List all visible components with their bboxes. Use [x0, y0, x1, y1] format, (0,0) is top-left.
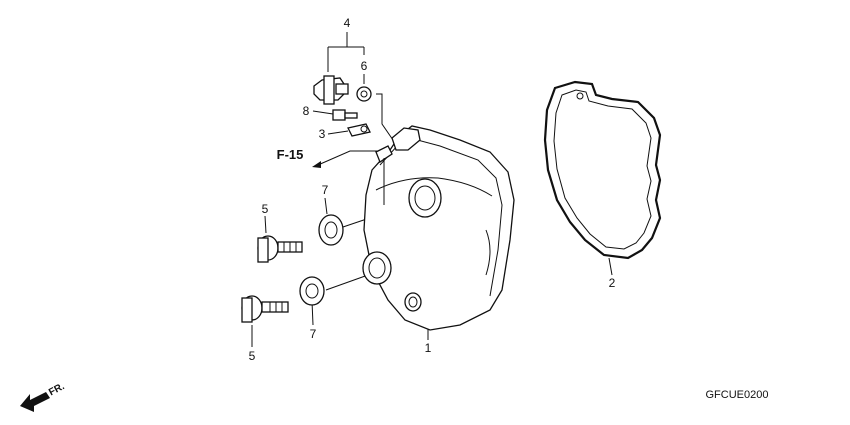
leader-lines: [251, 32, 613, 347]
seal-washer-bottom: [299, 276, 325, 306]
seal-washer-top: [318, 214, 344, 246]
callout-1: 1: [425, 341, 432, 355]
callout-8: 8: [303, 104, 310, 118]
arrow-icon: [20, 392, 50, 412]
reference-f15: F-15: [277, 147, 304, 162]
flange-bolt-top: [257, 235, 303, 263]
cylinder-head-cover: [362, 125, 515, 331]
callout-4: 4: [344, 16, 351, 30]
sensor-switch: [313, 75, 349, 105]
gasket: [543, 80, 662, 260]
direction-label: FR.: [47, 381, 67, 398]
callout-7-top: 7: [322, 183, 329, 197]
clip-terminal: [347, 123, 371, 137]
front-direction-arrow: FR.: [20, 381, 67, 412]
small-bolt: [332, 109, 358, 121]
callout-7-bottom: 7: [310, 327, 317, 341]
callout-5-bottom: 5: [249, 349, 256, 363]
flange-bolt-bottom: [241, 295, 289, 323]
washer-small: [356, 86, 372, 102]
callout-2: 2: [609, 276, 616, 290]
callout-6: 6: [361, 59, 368, 73]
callout-5-top: 5: [262, 202, 269, 216]
callout-3: 3: [319, 127, 326, 141]
diagram-code: GFCUE0200: [706, 389, 769, 401]
